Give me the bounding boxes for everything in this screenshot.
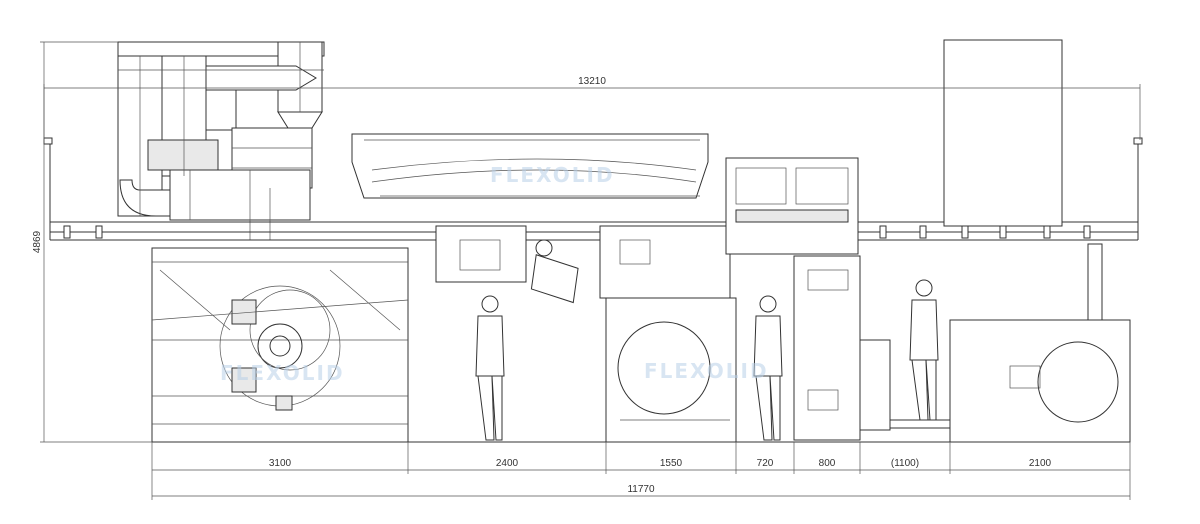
winding-unit-center [605,297,737,443]
dimension-label: 720 [757,458,774,469]
print-unit-frame [435,225,731,304]
watermark: FLEXOLID [490,163,615,187]
drying-tunnel [351,133,709,199]
left-machine-body [151,247,409,443]
dimension-label: 4869 [32,230,43,253]
dimension-base-length: 11770 [152,484,1130,497]
dimension-label: 1550 [660,458,683,469]
dimension-segments: 3100 2400 1550 720 800 (1100) 2100 [151,442,1131,500]
operator-figure [475,295,505,441]
winding-unit-right [949,319,1131,443]
control-cabinet [725,157,859,255]
dimension-label: 3100 [269,458,292,469]
dimension-label: 11770 [627,484,655,495]
dimension-label: 800 [819,458,836,469]
operator-figure [909,279,939,421]
exhaust-duct-assembly [117,41,325,240]
watermark: FLEXOLID [220,361,345,385]
operator-figure [753,295,783,441]
dimension-label: 13210 [578,76,606,87]
dimension-label: (1100) [891,458,919,469]
dimension-label: 2100 [1029,458,1052,469]
watermark: FLEXOLID [644,359,769,383]
dimension-height: 4869 [32,41,152,443]
unwind-stand [793,39,1103,441]
dimension-label: 2400 [496,458,519,469]
